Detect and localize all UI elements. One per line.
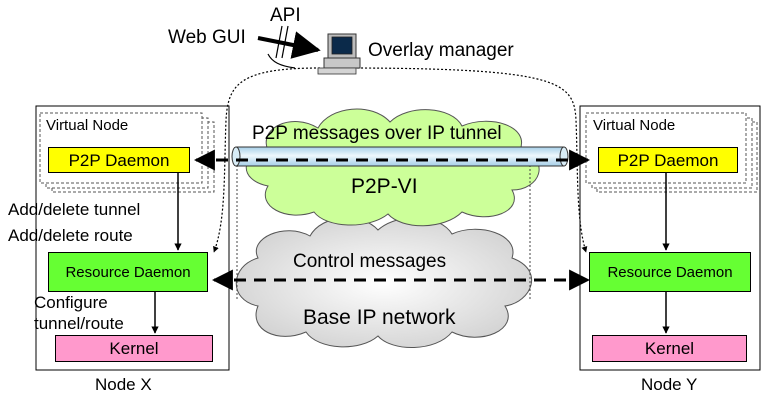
node-x-resource-daemon: Resource Daemon: [48, 252, 208, 292]
node-x-kernel: Kernel: [55, 335, 213, 362]
web-gui-arrow: [257, 31, 321, 59]
node-y-kernel: Kernel: [592, 335, 747, 362]
base-ip-network-label: Base IP network: [303, 306, 456, 329]
p2p-vi-label: P2P-VI: [351, 175, 418, 198]
tunnel-label: P2P messages over IP tunnel: [252, 123, 502, 144]
control-messages-label: Control messages: [293, 251, 447, 272]
node-x-p2p-daemon: P2P Daemon: [48, 147, 190, 173]
node-y-resource-daemon: Resource Daemon: [589, 252, 751, 292]
tunnel-route-label: tunnel/route: [34, 314, 124, 333]
overlay-manager-label: Overlay manager: [368, 40, 514, 61]
configure-label: Configure: [34, 293, 108, 312]
manager-to-node-y-link: [344, 67, 588, 253]
computer-icon: [317, 33, 361, 75]
add-delete-route-label: Add/delete route: [8, 226, 133, 245]
api-label: API: [270, 5, 301, 26]
api-link: [267, 25, 296, 69]
node-y-p2p-daemon: P2P Daemon: [598, 147, 738, 173]
node-x-label: Node X: [95, 375, 152, 394]
ip-tunnel-pipe: [231, 146, 569, 167]
manager-to-node-x-link: [213, 67, 321, 253]
web-gui-label: Web GUI: [168, 27, 246, 48]
add-delete-tunnel-label: Add/delete tunnel: [8, 200, 141, 219]
node-y-label: Node Y: [641, 375, 698, 394]
node-y-virtual-node-label: Virtual Node: [593, 117, 676, 134]
node-x-virtual-node-label: Virtual Node: [46, 117, 129, 134]
